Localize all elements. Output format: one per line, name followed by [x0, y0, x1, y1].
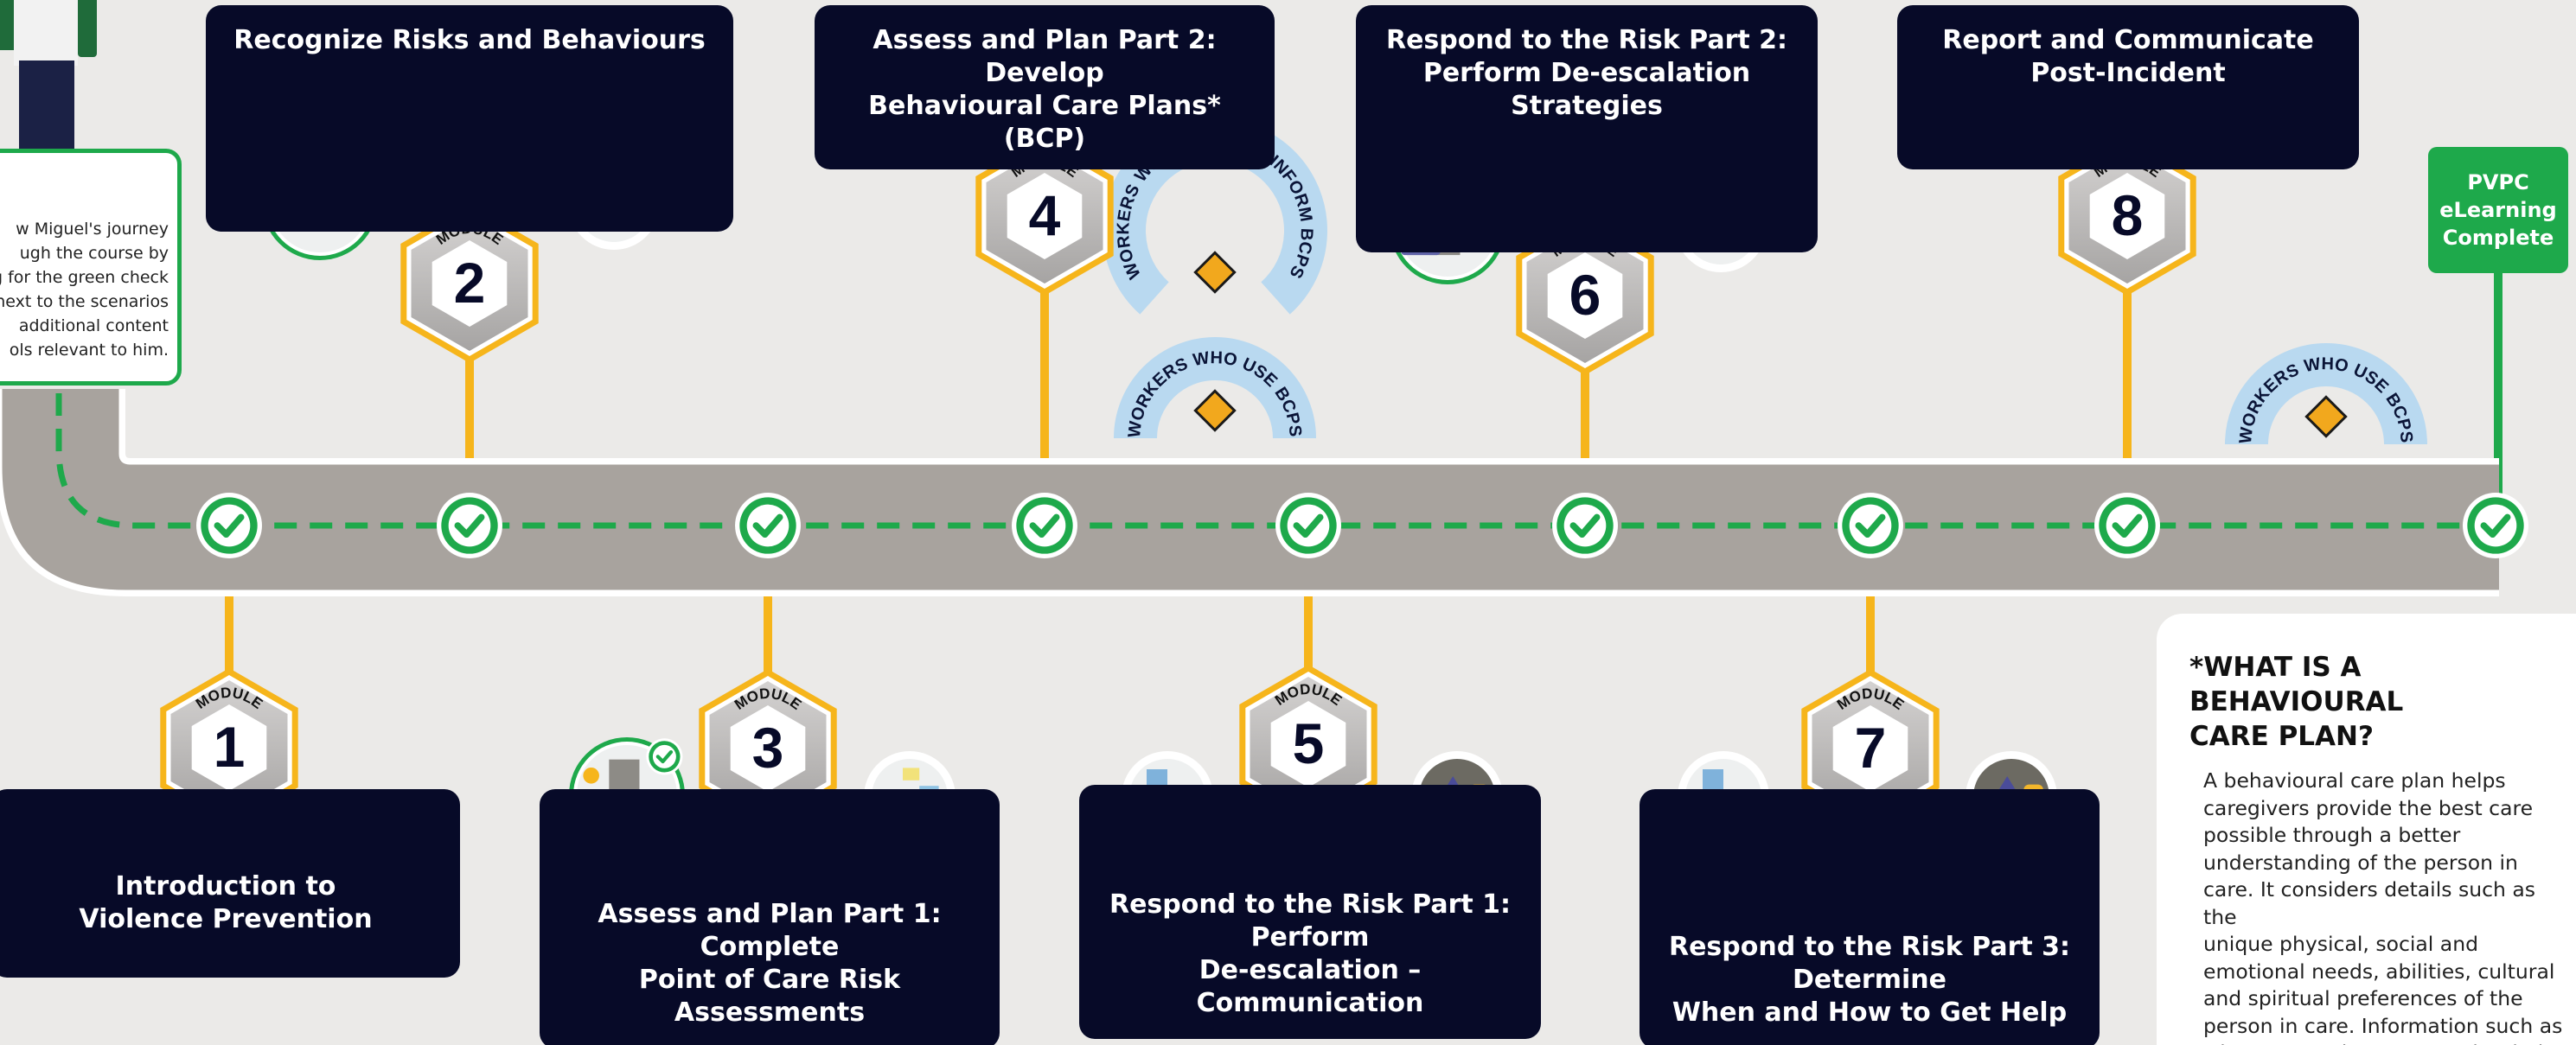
module-2-hexagon: MODULE2 — [400, 204, 539, 363]
module-2-title-box: Recognize Risks and Behaviours — [206, 5, 733, 232]
hexagon-core — [431, 240, 508, 327]
module-7-title-box: Respond to the Risk Part 3: Determine Wh… — [1640, 789, 2100, 1045]
checkpoint-module-5 — [1275, 493, 1341, 558]
module-number: 6 — [1569, 263, 1601, 327]
module-number: 3 — [752, 716, 784, 780]
module-number: 1 — [214, 715, 246, 779]
hexagon-core — [1547, 252, 1623, 339]
checkmark-icon — [454, 513, 485, 538]
checkpoint-module-7 — [1838, 493, 1903, 558]
module-1-title: Introduction to Violence Prevention — [79, 871, 373, 934]
diamond-icon — [2304, 395, 2348, 438]
module-8-title: Report and Communicate Post-Incident — [1942, 25, 2314, 88]
scene-check — [646, 738, 683, 775]
bcp-panel-body: A behavioural care plan helps caregivers… — [2203, 768, 2566, 1045]
checkmark-icon — [1855, 513, 1886, 538]
module-8-connector — [2123, 216, 2132, 526]
worker-role-arcs: WORKERS WHO CREATE & INFORM BCPS WORKERS… — [1103, 118, 2427, 445]
module-2-title: Recognize Risks and Behaviours — [233, 25, 706, 55]
module-8-title-box: Report and Communicate Post-Incident — [1897, 5, 2359, 169]
module-5-title-box: Respond to the Risk Part 1: Perform De-e… — [1079, 785, 1541, 1039]
intro-text: w Miguel's journey ugh the course by g f… — [0, 220, 169, 360]
checkpoint-module-4 — [1012, 493, 1077, 558]
completion-connector — [2494, 270, 2502, 526]
module-number: 8 — [2112, 183, 2144, 247]
checkmark-icon — [2112, 513, 2143, 538]
checkmark-icon — [214, 513, 245, 538]
module-1-title-box: Introduction to Violence Prevention — [0, 789, 460, 978]
module-5-title: Respond to the Risk Part 1: Perform De-e… — [1109, 889, 1512, 1018]
progress-dashed-line — [55, 393, 2499, 529]
module-6-title: Respond to the Risk Part 2: Perform De-e… — [1385, 25, 1788, 121]
hexagon-core — [1007, 173, 1083, 259]
module-1-connector — [225, 526, 233, 748]
use-bcps-arc-module4 — [1114, 337, 1316, 439]
module-3-title: Assess and Plan Part 1: Complete Point o… — [598, 899, 942, 1028]
module-5-connector — [1304, 526, 1313, 744]
completion-badge-label: PVPC eLearning Complete — [2439, 170, 2557, 250]
hexagon-core — [1270, 701, 1346, 787]
module-6-connector — [1581, 296, 1589, 526]
module-number: 5 — [1293, 711, 1325, 775]
completion-badge: PVPC eLearning Complete — [2428, 147, 2568, 273]
checkpoints — [196, 493, 2528, 558]
module-number: 2 — [454, 251, 486, 315]
intro-callout: w Miguel's journey ugh the course by g f… — [0, 149, 182, 386]
module-connectors — [225, 216, 2132, 749]
checkmark-icon — [1029, 513, 1060, 538]
checkpoint-module-6 — [1552, 493, 1618, 558]
module-7-title: Respond to the Risk Part 3: Determine Wh… — [1668, 932, 2071, 1028]
hexagon-core — [191, 704, 267, 791]
hexagon-core — [730, 705, 806, 792]
scene-window — [1703, 769, 1723, 792]
checkpoint-module-3 — [735, 493, 801, 558]
bcp-panel-title: *WHAT IS A BEHAVIOURAL CARE PLAN? — [2189, 652, 2404, 752]
scene-clock — [583, 767, 599, 784]
module-3-title-box: Assess and Plan Part 1: Complete Point o… — [540, 789, 1000, 1045]
bcp-definition-panel: *WHAT IS A BEHAVIOURAL CARE PLAN? A beha… — [2157, 614, 2576, 1045]
hexagon-core — [2089, 173, 2165, 259]
checkpoint-complete — [2463, 493, 2528, 558]
hexagon-core — [1832, 705, 1908, 792]
module-8-hexagon: MODULE8 — [2058, 137, 2196, 296]
module-number: 4 — [1029, 183, 1061, 247]
module-4-title: Assess and Plan Part 2: Develop Behaviou… — [868, 25, 1221, 154]
module-hexagons: MODULE1MODULE2MODULE3MODULE4MODULE5MODUL… — [160, 137, 2196, 828]
checkpoint-module-2 — [437, 493, 502, 558]
module-4-title-box: Assess and Plan Part 2: Develop Behaviou… — [815, 5, 1275, 169]
module-6-title-box: Respond to the Risk Part 2: Perform De-e… — [1356, 5, 1818, 252]
checkmark-icon — [1569, 513, 1601, 538]
module-2-connector — [465, 284, 474, 526]
checkmark-icon — [752, 513, 783, 538]
module-3-connector — [764, 526, 772, 749]
module-7-connector — [1866, 526, 1875, 749]
checkpoint-module-1 — [196, 493, 262, 558]
use-bcps-arc-module8 — [2225, 343, 2427, 445]
diamond-icon — [1193, 251, 1237, 294]
scene-picture — [903, 768, 920, 781]
checkmark-icon — [1293, 513, 1324, 538]
checkmark-icon — [655, 749, 674, 764]
checkmark-icon — [2480, 513, 2511, 538]
checkpoint-module-8 — [2094, 493, 2160, 558]
module-number: 7 — [1855, 716, 1887, 780]
module-4-connector — [1040, 216, 1049, 526]
module-6-hexagon: MODULE6 — [1516, 216, 1654, 375]
diamond-icon — [1193, 389, 1237, 432]
